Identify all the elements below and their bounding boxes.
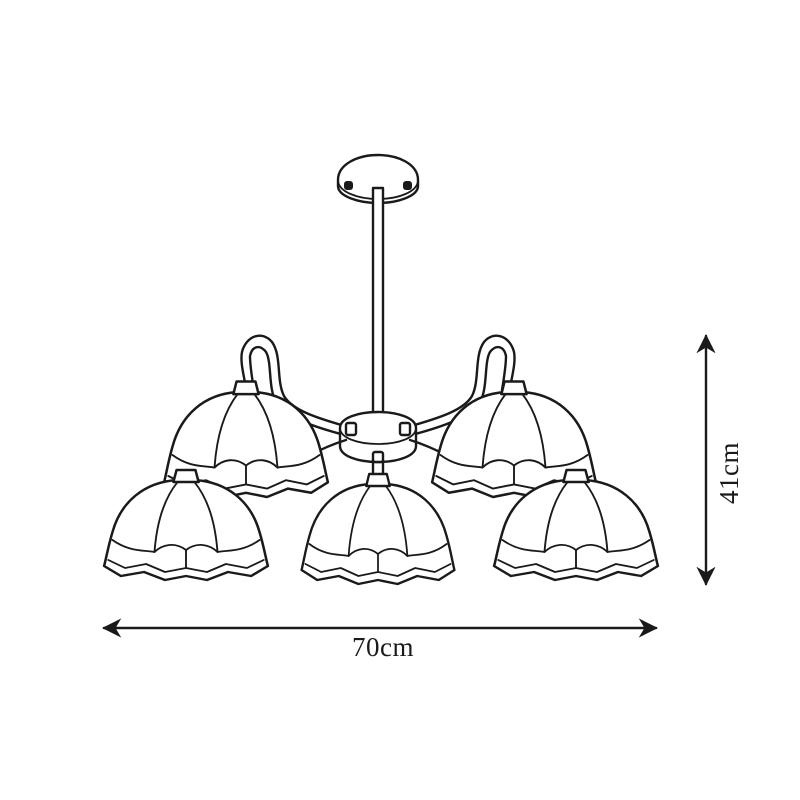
height-label: 41cm <box>714 442 744 504</box>
shade-center <box>300 472 456 586</box>
width-label: 70cm <box>352 632 414 662</box>
central-hub <box>338 410 418 464</box>
down-rod <box>371 186 385 420</box>
